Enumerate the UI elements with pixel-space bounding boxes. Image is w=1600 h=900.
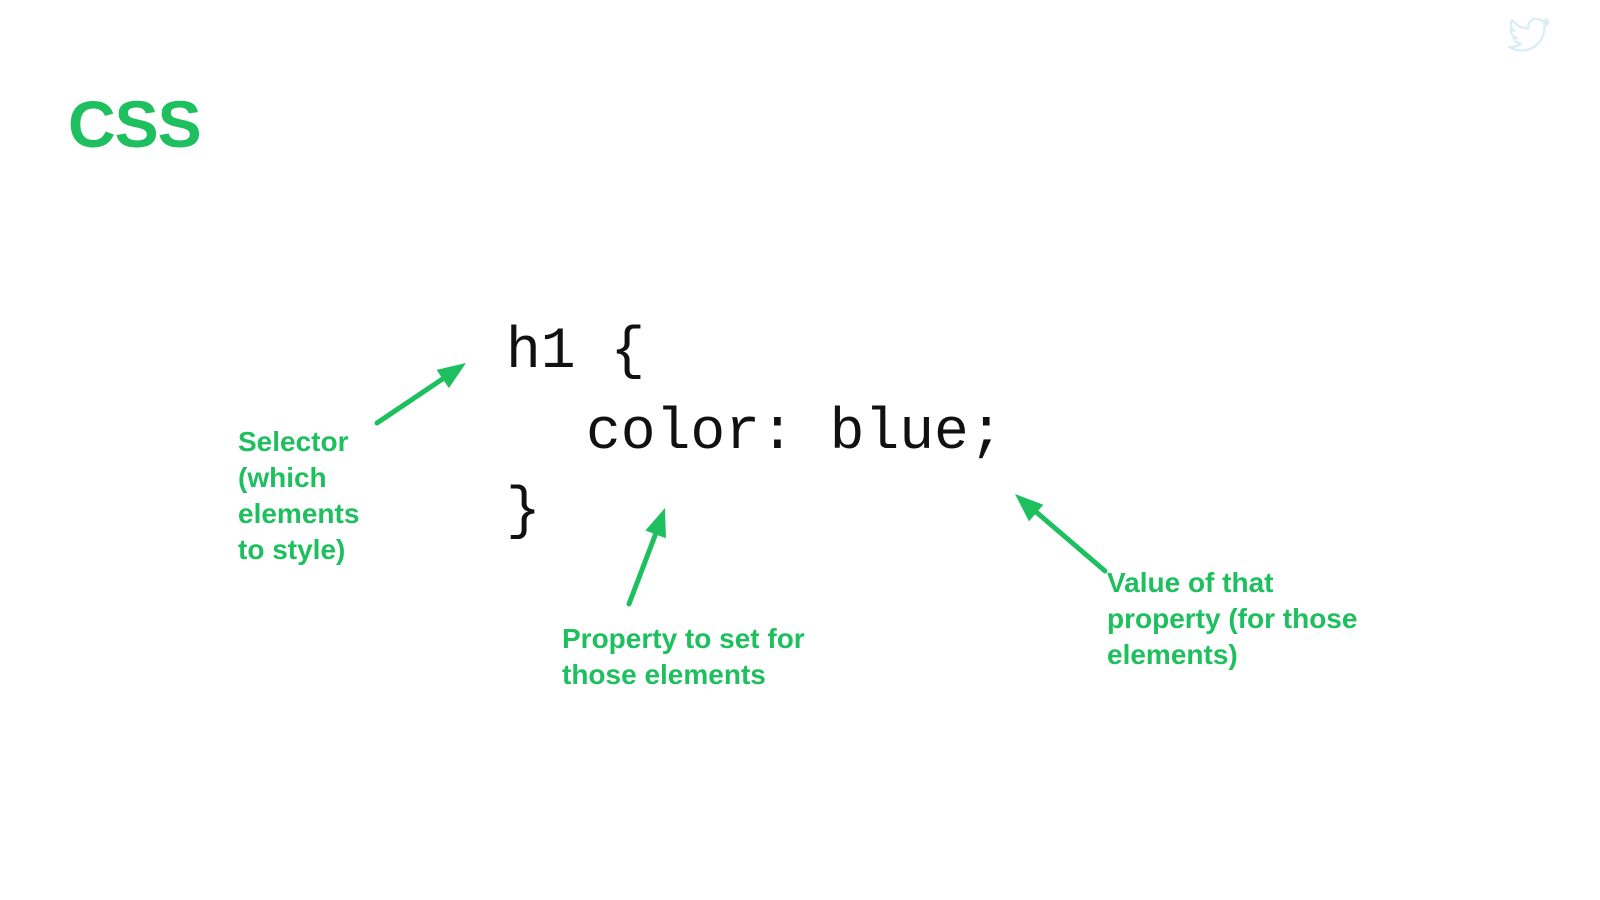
code-closing-brace: }	[506, 480, 541, 545]
selector-annotation-line: Selector	[238, 426, 349, 457]
selector-annotation-line: (which	[238, 462, 327, 493]
property-arrow	[626, 508, 666, 607]
selector-annotation-line: elements	[238, 498, 360, 529]
selector-arrow	[374, 363, 466, 426]
selector-annotation: Selector (which elements to style)	[238, 424, 359, 568]
property-annotation: Property to set for those elements	[562, 621, 805, 693]
value-annotation-line: elements)	[1107, 639, 1238, 670]
code-selector-line: h1 {	[506, 320, 646, 385]
property-annotation-line: those elements	[562, 659, 766, 690]
selector-annotation-line: to style)	[238, 534, 346, 565]
value-annotation-line: Value of that	[1107, 567, 1274, 598]
value-annotation: Value of that property (for those elemen…	[1107, 565, 1357, 673]
code-declaration-line: color: blue;	[586, 401, 1004, 466]
slide-title: CSS	[68, 87, 202, 161]
value-annotation-line: property (for those	[1107, 603, 1358, 634]
property-annotation-line: Property to set for	[562, 623, 805, 654]
value-arrow	[1015, 494, 1108, 574]
twitter-bird-icon	[1508, 18, 1550, 52]
